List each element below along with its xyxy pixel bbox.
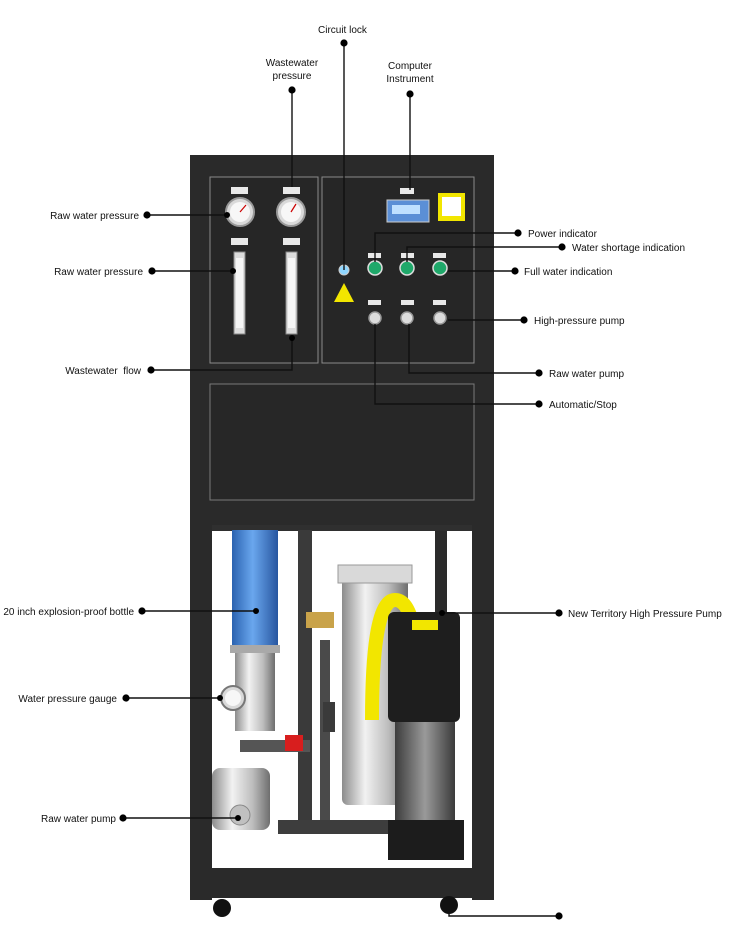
qr-sticker [438, 193, 465, 221]
label-wastewater-pressure-1: Wastewater [266, 58, 319, 69]
callout-dot [138, 607, 146, 615]
callout-dot [535, 369, 543, 377]
label-wastewater-pressure-2: pressure [273, 71, 312, 82]
callout-dot [147, 366, 155, 374]
callout-dot [122, 694, 130, 702]
callout-dot [288, 86, 296, 94]
raw-water-flowmeter [231, 238, 248, 335]
label-high-pressure-pump: High-pressure pump [534, 316, 625, 327]
callout-dot [289, 335, 295, 341]
callout-dot [235, 815, 241, 821]
computer-instrument [386, 188, 430, 223]
callout-dot [148, 267, 156, 275]
callout-dot [439, 610, 445, 616]
warning-sticker [334, 283, 354, 302]
high-pressure-pump [388, 612, 464, 860]
label-explosion-proof-bottle: 20 inch explosion-proof bottle [3, 607, 134, 618]
valves [285, 612, 335, 751]
label-water-shortage-indication: Water shortage indication [572, 243, 685, 254]
labels: Circuit lock Wastewater pressure Compute… [3, 25, 722, 825]
callout-dot [511, 267, 519, 275]
callout-dot [340, 39, 348, 47]
wastewater-pressure-gauge [276, 187, 306, 227]
label-raw-water-pressure-1: Raw water pressure [50, 211, 139, 222]
callout-dot [143, 211, 151, 219]
label-raw-water-pump-panel: Raw water pump [549, 369, 624, 380]
raw-water-pump-motor [212, 768, 270, 830]
high-pressure-pump-switch [433, 311, 447, 325]
label-power-indicator: Power indicator [528, 229, 598, 240]
raw-water-pressure-gauge [225, 187, 255, 227]
label-raw-water-pump: Raw water pump [41, 814, 116, 825]
raw-water-pump-switch [400, 311, 414, 325]
label-water-pressure-gauge: Water pressure gauge [18, 694, 117, 705]
caster-wheels [213, 896, 458, 917]
callout-dot [520, 316, 528, 324]
water-shortage-light [399, 260, 415, 276]
callout-dots [119, 39, 566, 920]
label-raw-water-pressure-2: Raw water pressure [54, 267, 143, 278]
label-new-territory-pump: New Territory High Pressure Pump [568, 609, 722, 620]
label-computer-instrument-2: Instrument [386, 74, 433, 85]
lower-pressure-gauge [220, 685, 246, 711]
label-automatic-stop: Automatic/Stop [549, 400, 617, 411]
wastewater-flowmeter [283, 238, 300, 335]
callout-dot [119, 814, 127, 822]
label-wastewater-flow: Wastewater flow [65, 366, 142, 377]
full-water-light [432, 260, 448, 276]
label-computer-instrument-1: Computer [388, 61, 433, 72]
cabinet-door [209, 383, 475, 501]
power-indicator-light [367, 260, 383, 276]
callout-dot [535, 400, 543, 408]
callout-dot [406, 90, 414, 98]
label-circuit-lock: Circuit lock [318, 25, 368, 36]
label-full-water-indication: Full water indication [524, 267, 612, 278]
callout-dot [514, 229, 522, 237]
callout-dot [217, 695, 223, 701]
automatic-stop-switch [368, 311, 382, 325]
callout-lines [123, 43, 562, 917]
callout-dot [555, 609, 563, 617]
callout-dot [555, 912, 563, 920]
callout-dot [224, 212, 230, 218]
callout-dot [253, 608, 259, 614]
callout-dot [558, 243, 566, 251]
callout-dot [230, 268, 236, 274]
